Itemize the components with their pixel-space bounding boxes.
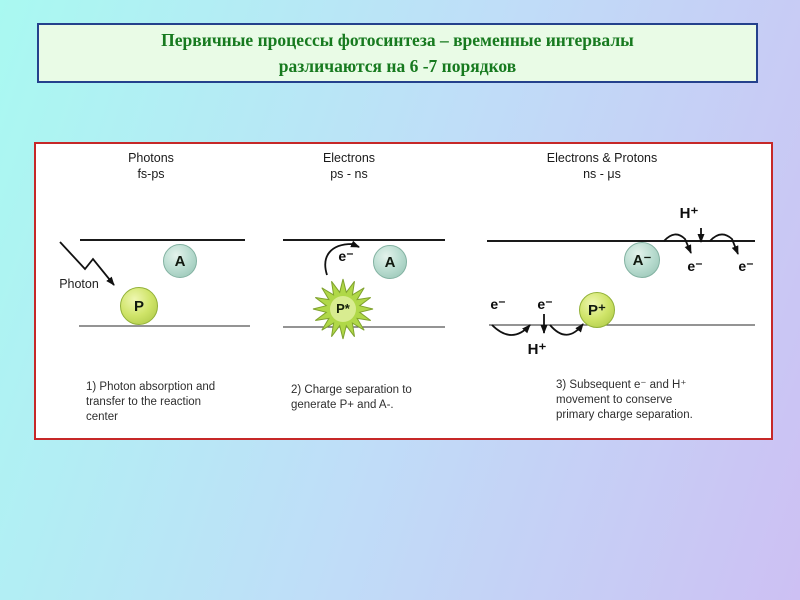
panel-3-header: Electrons & Protons ns - μs (507, 150, 697, 182)
proton-top-label: H⁺ (679, 205, 699, 222)
caption-1: 1) Photon absorption and transfer to the… (86, 381, 216, 423)
pigment-cation-label: P⁺ (588, 302, 606, 319)
electron-label-2: e⁻ (338, 248, 354, 264)
title-box: Первичные процессы фотосинтеза – временн… (37, 23, 758, 83)
electron-transfer-arrow (324, 240, 360, 276)
caption-2: 2) Charge separation to generate P+ and … (291, 384, 412, 411)
pigment-molecule-1: P (120, 287, 158, 325)
panel-1-header-label: Photons (128, 151, 174, 165)
photon-label: Photon (59, 277, 99, 291)
pigment-cation-molecule: P⁺ (579, 292, 615, 328)
antenna-anion-label: A⁻ (632, 252, 652, 269)
electron-hop-arrow-top-2 (709, 233, 739, 255)
panel-2-header-label: Electrons (322, 151, 376, 165)
panel-1-timescale: fs-ps (137, 167, 165, 181)
antenna-molecule-1: A (163, 244, 197, 278)
antenna-molecule-2: A (373, 245, 407, 279)
electron-hop-arrow-bottom-2 (549, 323, 584, 336)
excited-pigment-label: P* (336, 301, 350, 316)
electron-hop-arrow-bottom-1 (491, 324, 531, 336)
diagram-box: Photons fs-ps Photon A P 1) Photon absor… (34, 142, 773, 440)
panel-1-header: Photons fs-ps (86, 150, 216, 182)
pigment-molecule-1-label: P (133, 297, 144, 315)
starburst-shape (312, 278, 374, 340)
electron-bottom1-label: e⁻ (490, 296, 506, 312)
title-line-1: Первичные процессы фотосинтеза – временн… (161, 30, 634, 50)
panel-2-header: Electrons ps - ns (284, 150, 414, 182)
title-line-2: различаются на 6 -7 порядков (278, 56, 517, 76)
panel-3-timescale: ns - μs (583, 167, 621, 181)
electron-hop-arrow-top-1 (663, 233, 692, 254)
electron-top2-label: e⁻ (738, 258, 754, 274)
antenna-anion-molecule: A⁻ (624, 242, 660, 278)
proton-bottom-label: H⁺ (527, 341, 547, 358)
electron-top1-label: e⁻ (687, 258, 703, 274)
antenna-molecule-2-label: A (384, 253, 396, 271)
antenna-molecule-1-label: A (174, 252, 186, 270)
electron-bottom2-label: e⁻ (537, 296, 553, 312)
photon-arrow (59, 241, 115, 286)
panel-3-header-label: Electrons & Protons (546, 151, 658, 165)
panel-2-timescale: ps - ns (330, 167, 368, 181)
caption-3: 3) Subsequent e⁻ and H⁺ movement to cons… (556, 379, 693, 421)
diagram-graphics (59, 228, 755, 340)
